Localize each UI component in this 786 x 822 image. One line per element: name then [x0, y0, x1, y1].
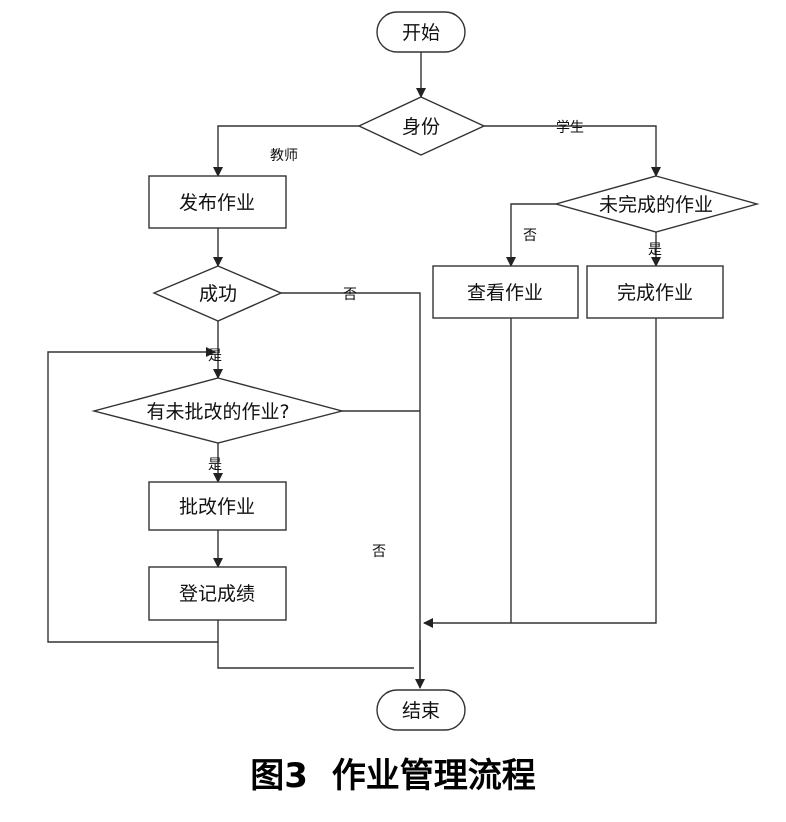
complete-label: 完成作业 [617, 282, 693, 304]
publish-process: 发布作业 [148, 175, 287, 229]
edge-record-loop [47, 347, 219, 643]
edge-record-end [217, 642, 414, 669]
start-terminal: 开始 [376, 11, 466, 53]
grade-label: 批改作业 [179, 496, 255, 518]
success-no-label: 否 [343, 287, 357, 303]
view-process: 查看作业 [432, 265, 579, 319]
has-ungraded-label: 有未批改的作业? [146, 401, 289, 423]
has-ungraded-yes-label: 是 [208, 457, 222, 473]
has-ungraded-decision: 有未批改的作业? [91, 377, 345, 444]
figure-number: 图3 [250, 756, 308, 796]
edge-complete-end [423, 318, 657, 628]
record-label: 登记成绩 [179, 583, 255, 605]
unfinished-label: 未完成的作业 [599, 194, 713, 216]
student-edge-label: 学生 [556, 120, 584, 136]
figure-title: 作业管理流程 [331, 756, 536, 796]
teacher-edge-label: 教师 [270, 148, 298, 164]
has-ungraded-no-label: 否 [372, 544, 386, 560]
identity-decision: 身份 [357, 96, 486, 156]
identity-label: 身份 [402, 116, 440, 138]
figure-caption: 图3 作业管理流程 [0, 748, 786, 797]
start-label: 开始 [402, 22, 440, 44]
edge-identity-unfinished [484, 125, 661, 177]
edge-identity-publish [213, 125, 359, 177]
unfinished-yes-label: 是 [648, 242, 662, 258]
success-label: 成功 [199, 283, 237, 305]
publish-label: 发布作业 [179, 192, 255, 214]
unfinished-decision: 未完成的作业 [553, 175, 760, 233]
view-label: 查看作业 [467, 282, 543, 304]
end-terminal: 结束 [376, 689, 466, 731]
success-decision: 成功 [152, 265, 283, 322]
end-label: 结束 [402, 700, 440, 722]
flowchart: 开始 身份 发布作业 成功 有未批改的作业? 批改作业 登记成绩 未完成的作业 … [47, 11, 760, 731]
complete-process: 完成作业 [586, 265, 724, 319]
unfinished-no-label: 否 [523, 228, 537, 244]
grade-process: 批改作业 [148, 481, 287, 531]
record-process: 登记成绩 [148, 566, 287, 621]
edge-unfinished-view [506, 203, 556, 267]
edge-success-no [281, 292, 421, 680]
success-yes-label: 是 [208, 348, 222, 364]
